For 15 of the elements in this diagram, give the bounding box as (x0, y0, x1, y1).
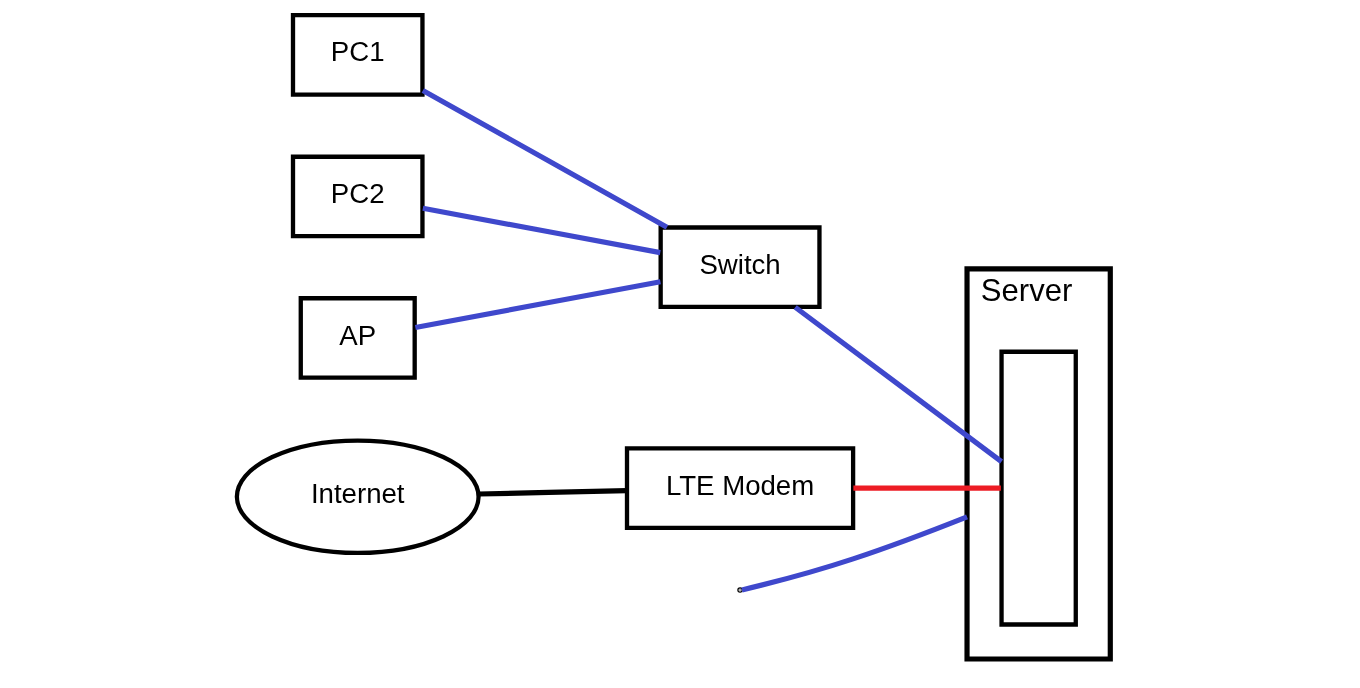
node-box: PC2 (290, 154, 425, 239)
connector (414, 279, 661, 331)
node-box: Switch (658, 225, 822, 310)
connector (793, 305, 1003, 464)
node-ellipse: Internet (234, 438, 481, 556)
node-box: PC1 (290, 13, 425, 97)
node-box: AP (298, 296, 417, 380)
connector (421, 205, 661, 256)
connector (478, 488, 627, 497)
node-box (998, 349, 1078, 627)
node-box: LTE Modem (624, 446, 855, 530)
connector (852, 485, 1001, 491)
connector (421, 88, 668, 230)
cluster: Server (963, 266, 1113, 662)
connector (740, 514, 968, 593)
